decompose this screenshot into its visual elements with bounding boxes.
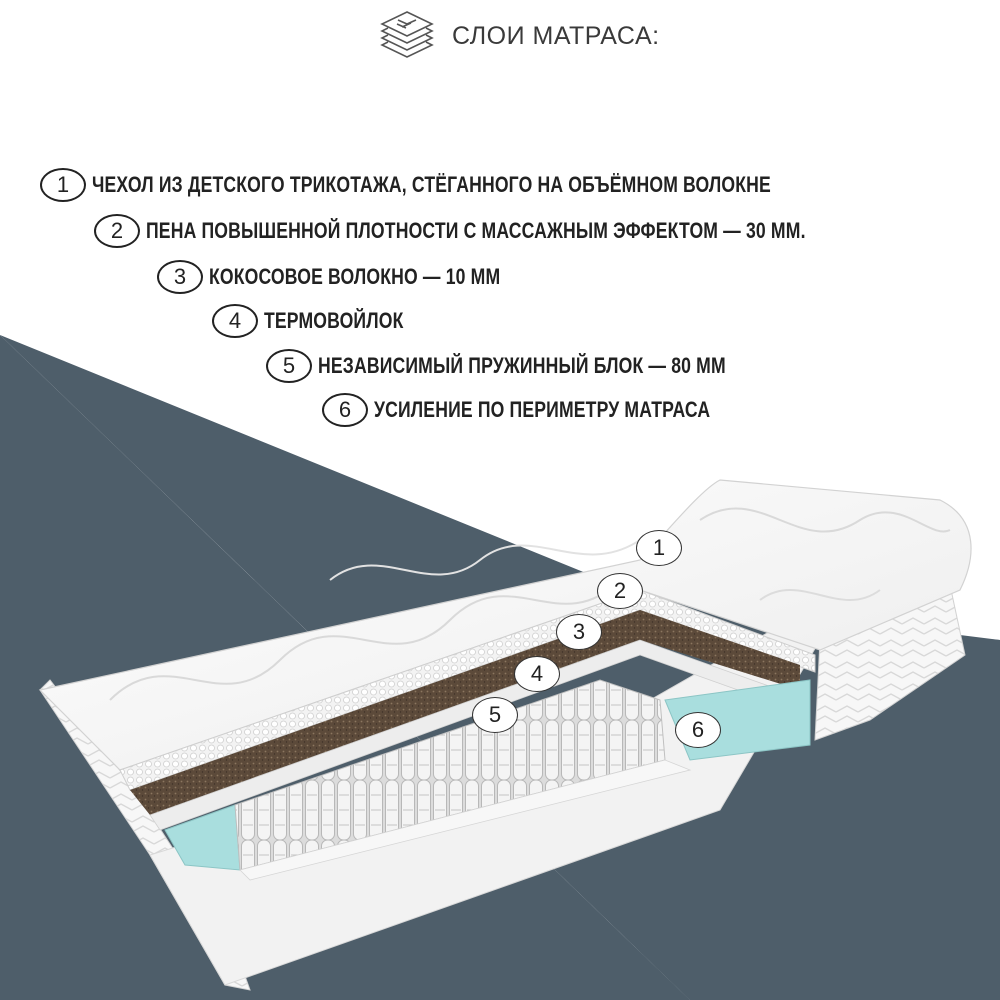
mattress-marker-6: 6	[675, 712, 721, 748]
mattress-marker-1: 1	[636, 530, 682, 566]
layer-number-badge: 1	[40, 168, 86, 202]
layer-item-3: 3 КОКОСОВОЕ ВОЛОКНО — 10 ММ	[157, 260, 573, 294]
layer-label: НЕЗАВИСИМЫЙ ПРУЖИННЫЙ БЛОК — 80 ММ	[318, 353, 726, 378]
mattress-marker-2: 2	[597, 573, 643, 609]
page-title: СЛОИ МАТРАСА:	[452, 21, 660, 50]
layer-item-2: 2 ПЕНА ПОВЫШЕННОЙ ПЛОТНОСТИ С МАССАЖНЫМ …	[94, 214, 971, 248]
mattress-marker-5: 5	[472, 697, 518, 733]
layer-label: ПЕНА ПОВЫШЕННОЙ ПЛОТНОСТИ С МАССАЖНЫМ ЭФ…	[146, 218, 806, 243]
layer-number-badge: 2	[94, 214, 140, 248]
layer-item-4: 4 ТЕРМОВОЙЛОК	[212, 304, 438, 338]
layer-number-badge: 4	[212, 304, 258, 338]
layer-number-badge: 5	[266, 349, 312, 383]
layer-label: УСИЛЕНИЕ ПО ПЕРИМЕТРУ МАТРАСА	[374, 397, 711, 422]
layer-item-5: 5 НЕЗАВИСИМЫЙ ПРУЖИННЫЙ БЛОК — 80 ММ	[266, 349, 828, 383]
layer-label: ТЕРМОВОЙЛОК	[264, 308, 404, 333]
mattress-marker-3: 3	[556, 614, 602, 650]
layers-icon	[376, 9, 438, 64]
layer-item-1: 1 ЧЕХОЛ ИЗ ДЕТСКОГО ТРИКОТАЖА, СТЁГАННОГ…	[40, 168, 941, 202]
layer-label: КОКОСОВОЕ ВОЛОКНО — 10 ММ	[209, 264, 501, 289]
header: СЛОИ МАТРАСА:	[376, 8, 660, 64]
layer-number-badge: 6	[322, 393, 368, 427]
mattress-marker-4: 4	[514, 656, 560, 692]
layer-number-badge: 3	[157, 260, 203, 294]
layer-item-6: 6 УСИЛЕНИЕ ПО ПЕРИМЕТРУ МАТРАСА	[322, 393, 794, 427]
layer-label: ЧЕХОЛ ИЗ ДЕТСКОГО ТРИКОТАЖА, СТЁГАННОГО …	[92, 172, 771, 197]
